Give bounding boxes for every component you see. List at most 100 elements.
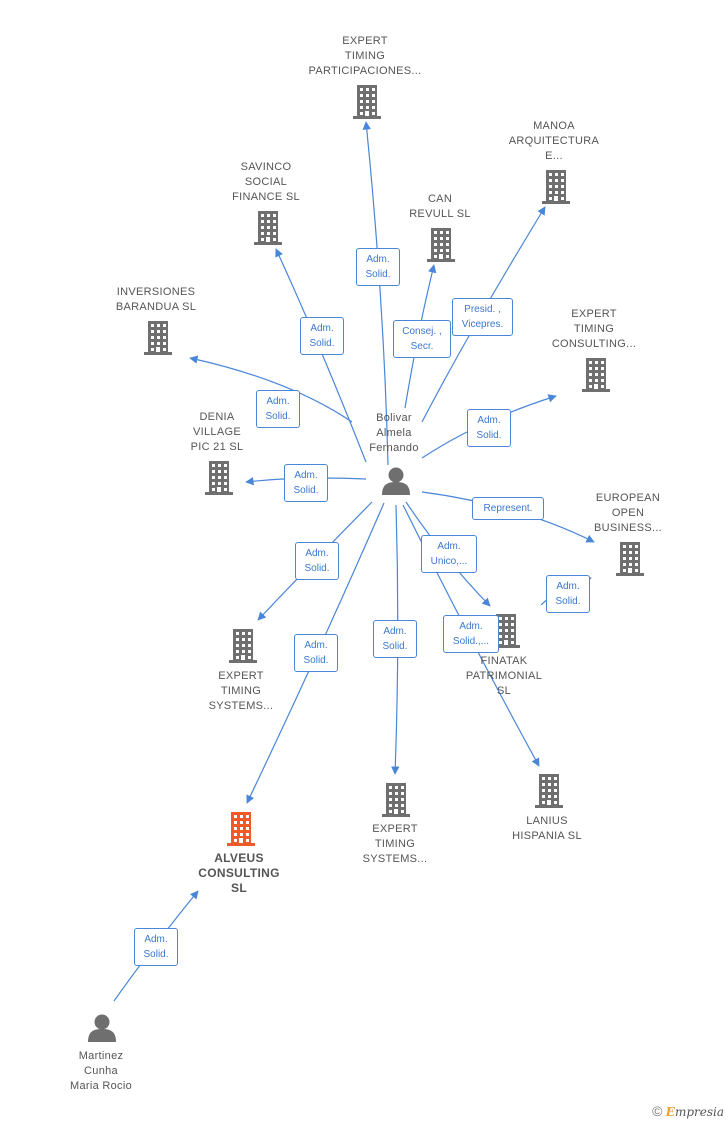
role-badge-line: Adm.	[437, 541, 461, 552]
label-line: TIMING	[220, 685, 262, 697]
role-badge[interactable]: Adm.Solid.	[284, 464, 328, 502]
label-line: Almela	[376, 427, 412, 439]
role-badge-line: Solid.,...	[452, 636, 490, 647]
role-badge[interactable]: Adm.Solid.	[300, 317, 344, 355]
label-line: VILLAGE	[193, 426, 241, 438]
building-icon[interactable]	[205, 461, 233, 495]
role-badge-line: Presid. ,	[464, 304, 501, 315]
role-badge-line: Adm.	[477, 415, 501, 426]
label-line: SYSTEMS...	[362, 853, 428, 865]
label-line: TIMING	[344, 50, 386, 62]
role-badge-line: Solid.	[304, 563, 330, 574]
company-label-finatak[interactable]: FINATAK PATRIMONIAL SL	[434, 654, 574, 699]
role-badge-line: Solid.	[382, 641, 408, 652]
role-badge-line: Adm.	[304, 640, 328, 651]
label-line: Martinez	[78, 1050, 124, 1062]
label-line: SAVINCO	[240, 161, 292, 173]
building-icon[interactable]	[382, 783, 410, 817]
role-badge[interactable]: Consej. ,Secr.	[393, 320, 451, 358]
label-line: ALVEUS	[214, 851, 264, 865]
label-line: HISPANIA SL	[512, 830, 582, 842]
label-line: EXPERT	[342, 35, 388, 47]
role-badge[interactable]: Adm.Solid.	[546, 575, 590, 613]
role-badge-line: Adm.	[310, 323, 334, 334]
label-line: TIMING	[374, 838, 416, 850]
role-badge-line: Unico,...	[430, 556, 468, 567]
label-line: LANIUS	[526, 815, 568, 827]
role-badge-line: Solid.	[293, 485, 319, 496]
label-line: CONSULTING...	[551, 338, 637, 350]
label-line: PATRIMONIAL	[465, 670, 543, 682]
label-line: E...	[545, 150, 563, 162]
role-badge-line: Adm.	[366, 254, 390, 265]
company-label-expert-timing-systems-2[interactable]: EXPERT TIMING SYSTEMS...	[325, 822, 465, 867]
role-badge[interactable]: Represent.	[472, 497, 544, 520]
label-line: SL	[496, 685, 512, 697]
label-line: Cunha	[84, 1065, 118, 1077]
building-icon[interactable]	[229, 629, 257, 663]
person-icon[interactable]	[382, 467, 410, 496]
role-badge-line: Solid.	[555, 596, 581, 607]
building-icon[interactable]	[227, 812, 255, 846]
role-badge[interactable]: Adm. Solid.	[256, 390, 300, 428]
edge-arrow	[362, 121, 389, 466]
person-icon[interactable]	[88, 1014, 116, 1043]
building-icon[interactable]	[542, 170, 570, 204]
role-badge-line: Solid.	[143, 949, 169, 960]
role-badge[interactable]: Adm. Solid.,...	[443, 615, 499, 653]
company-label-lanius[interactable]: LANIUS HISPANIA SL	[477, 814, 617, 844]
building-icon[interactable]	[427, 228, 455, 262]
label-line: EXPERT	[218, 670, 264, 682]
label-line: EXPERT	[372, 823, 418, 835]
label-line: BUSINESS...	[593, 522, 663, 534]
label-line: FINATAK	[480, 655, 528, 667]
building-icon[interactable]	[492, 614, 520, 648]
company-label-european-open[interactable]: EUROPEAN OPEN BUSINESS...	[558, 491, 698, 536]
role-badge-line: Solid.	[365, 269, 391, 280]
building-icon[interactable]	[616, 542, 644, 576]
role-badge-line: Solid.	[265, 411, 291, 422]
building-icon[interactable]	[254, 211, 282, 245]
label-line: DENIA	[199, 411, 235, 423]
building-icon[interactable]	[353, 85, 381, 119]
label-line: OPEN	[611, 507, 645, 519]
label-line: SL	[231, 881, 247, 895]
role-badge[interactable]: Adm.Solid.	[134, 928, 178, 966]
brand-logo[interactable]: Empresia	[666, 1105, 724, 1119]
role-badge-line: Adm.	[266, 396, 290, 407]
building-icon[interactable]	[582, 358, 610, 392]
label-line: Fernando	[369, 442, 419, 454]
role-badge[interactable]: Presid. ,Vicepres.	[452, 298, 513, 336]
building-icon[interactable]	[144, 321, 172, 355]
role-badge-line: Secr.	[410, 341, 434, 352]
role-badge[interactable]: Adm.Solid.	[295, 542, 339, 580]
role-badge[interactable]: Adm.Solid.	[373, 620, 417, 658]
role-badge[interactable]: Adm. Unico,...	[421, 535, 477, 573]
building-icon[interactable]	[535, 774, 563, 808]
label-line: Bolivar	[376, 412, 412, 424]
copyright-symbol: ©	[652, 1103, 663, 1119]
copyright: © Empresia	[652, 1103, 724, 1119]
label-line: EUROPEAN	[595, 492, 661, 504]
role-badge-line: Solid.	[476, 430, 502, 441]
role-badge[interactable]: Adm. Solid.	[356, 248, 400, 286]
role-badge[interactable]: Adm.Solid.	[294, 634, 338, 672]
role-badge[interactable]: Adm. Solid.	[467, 409, 511, 447]
label-line: FINANCE SL	[232, 191, 300, 203]
label-line: EXPERT	[571, 308, 617, 320]
label-line: MANOA	[533, 120, 575, 132]
label-line: INVERSIONES	[116, 286, 196, 298]
role-badge-line: Adm.	[459, 621, 483, 632]
